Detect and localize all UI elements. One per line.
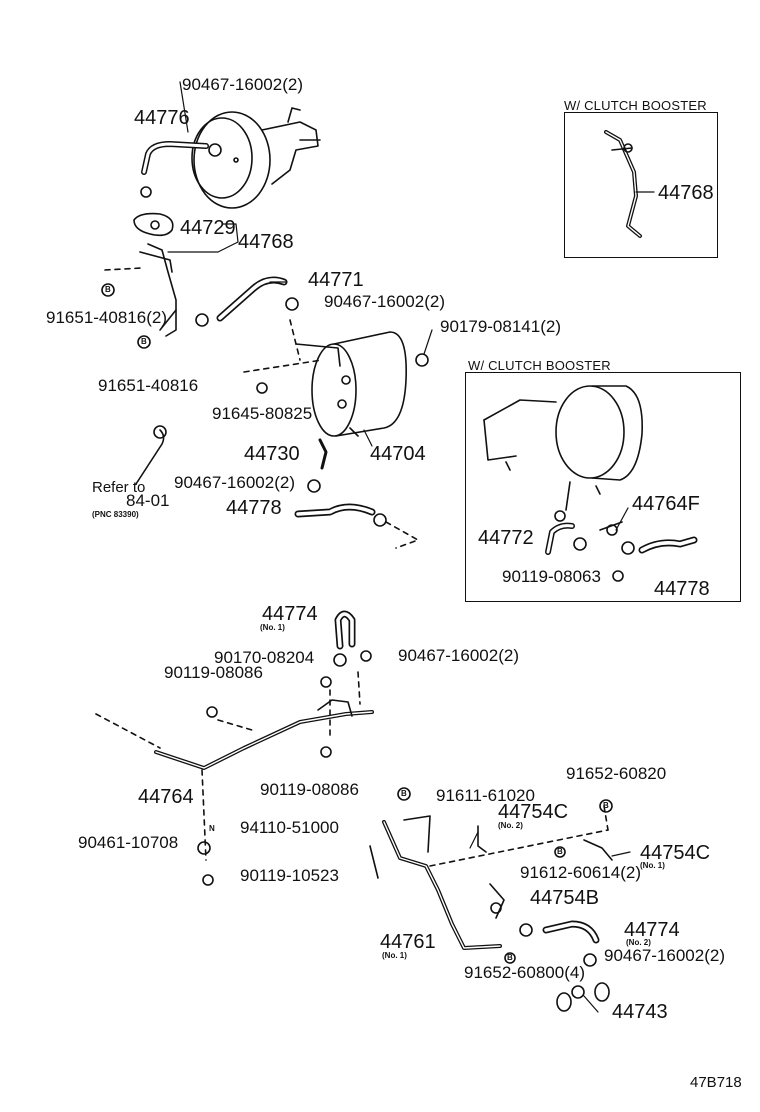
- callout-91652-60800: 91652-60800(4): [464, 963, 585, 982]
- inset-callout-90119-08063: 90119-08063: [502, 567, 601, 586]
- callout-44764: 44764: [138, 786, 194, 808]
- callout-44774-no2: 44774: [624, 919, 680, 941]
- callout-90467-16002-e: 90467-16002(2): [604, 946, 725, 965]
- brake-booster-drawing: [191, 107, 321, 209]
- marker-b: B: [105, 285, 111, 294]
- note-no1-44774: (No. 1): [260, 623, 285, 632]
- inset-clutch-booster: [483, 385, 643, 511]
- inset-callout-44764F: 44764F: [632, 493, 700, 515]
- vacuum-tank-44704: [295, 331, 407, 437]
- hose-44771: [216, 276, 288, 322]
- reference-note-line1: Refer to: [92, 479, 146, 496]
- check-valve-44730: [318, 438, 328, 470]
- reference-note-line3: (PNC 83390): [92, 510, 139, 519]
- callout-90119-10523: 90119-10523: [240, 866, 339, 885]
- inset-title-top: W/ CLUTCH BOOSTER: [564, 98, 707, 113]
- callout-91612-60614: 91612-60614(2): [520, 863, 641, 882]
- callout-91651-40816: 91651-40816: [98, 376, 199, 395]
- callout-44774-no1: 44774: [262, 603, 318, 625]
- inset-frame-top: [564, 112, 718, 258]
- figure-code: 47B718: [690, 1074, 742, 1091]
- marker-b: B: [603, 801, 609, 810]
- marker-n: N: [209, 824, 215, 833]
- callout-44743: 44743: [612, 1001, 668, 1023]
- pipe-44768: [147, 243, 177, 337]
- callout-44771: 44771: [308, 269, 364, 291]
- inset-callout-44768: 44768: [658, 182, 714, 204]
- reference-note-line2: 84-01: [126, 491, 170, 510]
- callout-44730: 44730: [244, 443, 300, 465]
- callout-94110-51000: 94110-51000: [240, 818, 339, 837]
- hose-44774-no2: [542, 920, 600, 944]
- callout-90467-16002-b: 90467-16002(2): [324, 292, 445, 311]
- callout-44704: 44704: [370, 443, 426, 465]
- note-no1-44761: (No. 1): [382, 951, 407, 960]
- callout-44776: 44776: [134, 107, 190, 129]
- callout-90170-08204: 90170-08204: [214, 648, 315, 667]
- callout-44729: 44729: [180, 217, 236, 239]
- pipe-44764: [154, 710, 374, 770]
- inset-callout-44778: 44778: [654, 578, 710, 600]
- callout-44778: 44778: [226, 497, 282, 519]
- callout-90119-08086-b: 90119-08086: [260, 780, 359, 799]
- callout-44754B: 44754B: [530, 887, 599, 909]
- note-no2-44774: (No. 2): [626, 938, 651, 947]
- callout-44761: 44761: [380, 931, 436, 953]
- callout-44768: 44768: [238, 231, 294, 253]
- marker-b: B: [401, 789, 407, 798]
- pipe-44761: [382, 820, 502, 950]
- callout-44754C: 44754C: [498, 801, 569, 823]
- note-no2-44754C: (No. 2): [498, 821, 523, 830]
- inset-callout-44772: 44772: [478, 527, 534, 549]
- callout-90179-08141: 90179-08141(2): [440, 317, 561, 336]
- callout-90467-16002-c: 90467-16002(2): [174, 473, 295, 492]
- marker-b: B: [507, 953, 513, 962]
- callout-91651-40816-2: 91651-40816(2): [46, 308, 167, 327]
- inset-frame-middle: [465, 372, 741, 602]
- callout-44754C-b: 44754C: [640, 842, 711, 864]
- note-no1-44754C: (No. 1): [640, 861, 665, 870]
- callout-91611-61020: 91611-61020: [436, 786, 535, 805]
- marker-b: B: [557, 847, 563, 856]
- callout-90467-16002: 90467-16002(2): [182, 75, 303, 94]
- callout-91645-80825: 91645-80825: [212, 404, 313, 423]
- callout-90467-16002-d: 90467-16002(2): [398, 646, 519, 665]
- callout-90461-10708: 90461-10708: [78, 833, 179, 852]
- gasket-44729: [133, 212, 174, 237]
- inset-title-middle: W/ CLUTCH BOOSTER: [468, 358, 611, 373]
- marker-b: B: [141, 337, 147, 346]
- callout-90119-08086: 90119-08086: [164, 663, 263, 682]
- callout-91652-60820: 91652-60820: [566, 764, 667, 783]
- grommet-44743: [556, 992, 572, 1012]
